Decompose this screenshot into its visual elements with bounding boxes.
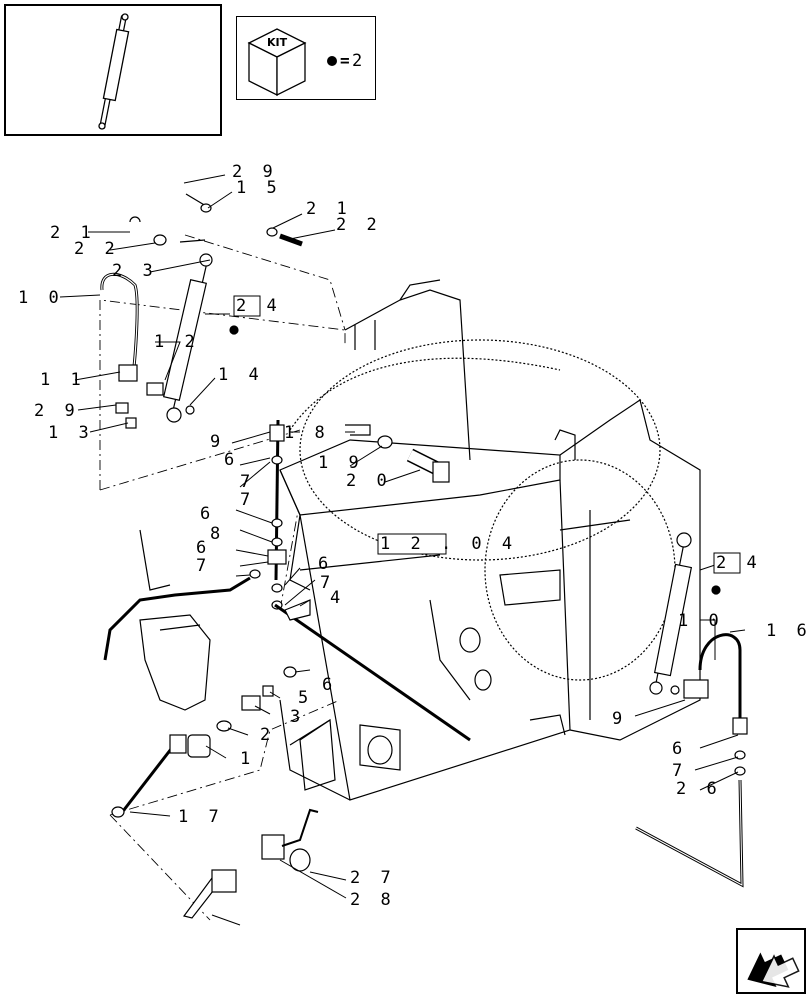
callout-label: 1 0: [18, 288, 64, 308]
kit-cube-icon: [247, 28, 307, 97]
kit-badge-label: KIT: [267, 36, 288, 49]
callout-label: 2 9: [34, 401, 80, 421]
callout-label: 1 7: [178, 807, 224, 827]
callout-label: 3: [290, 707, 305, 727]
callout-label: 7: [672, 761, 687, 781]
callout-label: 2 0: [346, 471, 392, 491]
callout-label: 2 8: [350, 890, 396, 910]
gas-spring-thumbnail-icon: [98, 13, 130, 130]
baler-housing: [139, 279, 701, 801]
boxed-ref: 2 4: [716, 553, 762, 573]
right-gas-spring: [649, 532, 721, 699]
callout-label: 1 4: [218, 365, 264, 385]
next-page-button[interactable]: [736, 928, 806, 994]
callout-label: 2: [260, 725, 275, 745]
callout-labels: 2 9 1 5 2 1 2 2 2 1 2 2 2 3 1 0 1 2 1 1 …: [18, 162, 812, 910]
next-page-arrow-icon: [747, 952, 800, 988]
callout-label: 6: [322, 675, 337, 695]
callout-label: 1 5: [236, 178, 282, 198]
kit-equals: =: [340, 51, 350, 70]
callout-label: 6: [672, 739, 687, 759]
center-fittings: [103, 419, 471, 742]
callout-label: 1 2: [154, 332, 200, 352]
boxed-ref: 1 2 . 0 4: [380, 534, 517, 554]
callout-label: 7: [196, 556, 211, 576]
callout-label: 2 2: [74, 239, 120, 259]
callout-label: 2 1: [306, 199, 352, 219]
callout-label: 2 2: [336, 215, 382, 235]
callout-label: 1: [240, 749, 255, 769]
callout-label: 1 3: [48, 423, 94, 443]
callout-label: 2 1: [50, 223, 96, 243]
callout-label: 1 8: [284, 423, 330, 443]
thumbnail-frame: [4, 4, 222, 136]
top-fasteners: [129, 193, 303, 247]
callout-label: 7: [320, 573, 335, 593]
callout-label: 2 7: [350, 868, 396, 888]
callout-label: 7: [240, 490, 255, 510]
callout-label: 1 6: [766, 621, 812, 641]
left-gas-spring: [162, 253, 239, 423]
callout-label: 2 6: [676, 779, 722, 799]
callout-label: 9: [210, 432, 225, 452]
callout-label: 8: [210, 524, 225, 544]
callout-label: 4: [330, 588, 345, 608]
left-hose: [100, 272, 195, 429]
callout-label: 1 1: [40, 370, 86, 390]
callout-label: 1 0: [678, 611, 724, 631]
lower-fittings: [111, 666, 319, 919]
callout-label: 7: [240, 472, 255, 492]
callout-label: 6: [318, 554, 333, 574]
callout-label: 1 9: [318, 453, 364, 473]
right-hose: [635, 633, 748, 888]
callout-label: 6: [224, 450, 239, 470]
kit-marker-icon: [327, 56, 337, 66]
callout-label: 6: [200, 504, 215, 524]
boxed-ref: 2 4: [236, 296, 282, 316]
callout-label: 6: [196, 538, 211, 558]
leader-lines: [59, 174, 746, 926]
boxed-references: 2 4 2 4 1 2 . 0 4: [233, 295, 762, 574]
callout-label: 2 9: [232, 162, 278, 182]
callout-label: 5: [298, 688, 313, 708]
callout-label: 9: [612, 709, 627, 729]
callout-label: 2 3: [112, 261, 158, 281]
